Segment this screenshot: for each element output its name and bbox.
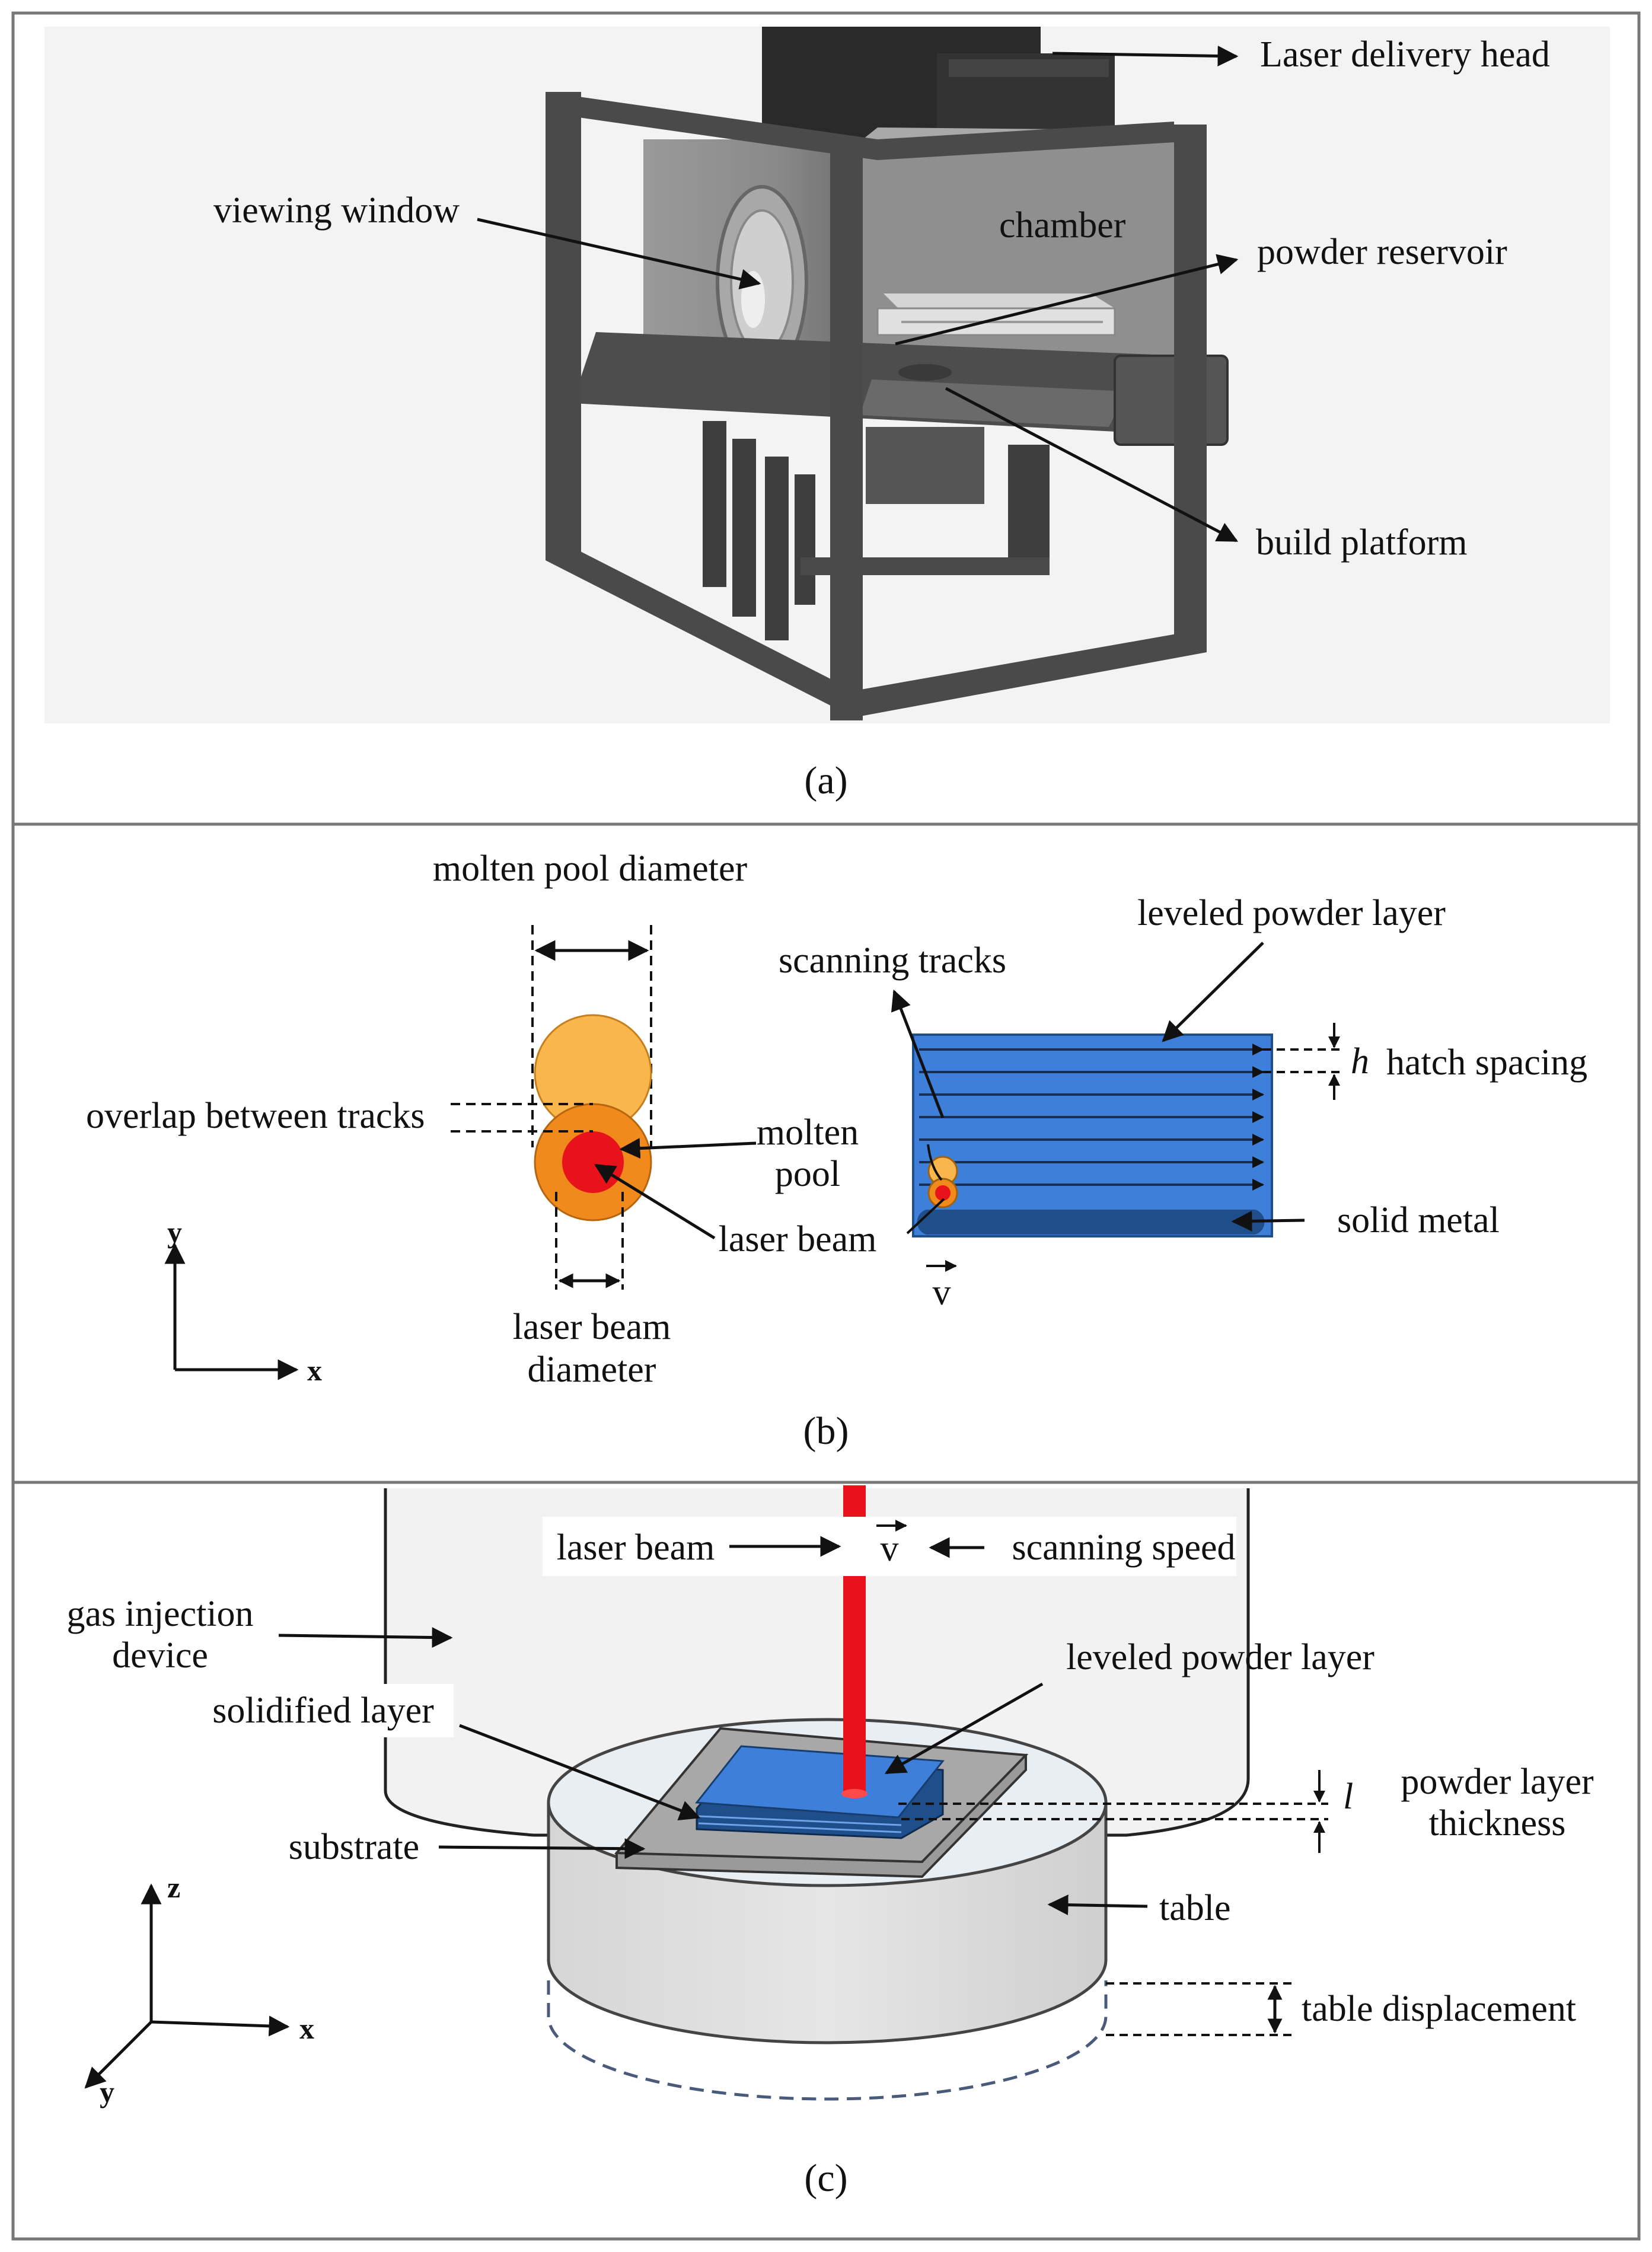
label-viewing-window: viewing window	[213, 190, 460, 231]
leveled-powder-block	[695, 1745, 945, 1819]
label-substrate: substrate	[289, 1827, 419, 1867]
label-laser-beam-c: laser beam	[557, 1527, 715, 1568]
arrow-laser-beam-b	[594, 1163, 716, 1240]
label-leveled-powder-layer-b: leveled powder layer	[1137, 893, 1446, 933]
small-laser-spot	[935, 1185, 951, 1201]
arrow-viewing-window	[477, 218, 761, 290]
arrow-build-platform	[945, 387, 1239, 543]
label-scanning-tracks: scanning tracks	[779, 940, 1006, 981]
viewing-window	[716, 185, 808, 378]
label-laser-beam-b: laser beam	[719, 1219, 877, 1259]
small-laser-leader	[906, 1198, 945, 1235]
label-scanning-speed: scanning speed	[1012, 1527, 1235, 1568]
laser-beam-c-spot	[841, 1789, 868, 1798]
label-v-b: v	[933, 1272, 951, 1313]
build-platform	[572, 332, 1183, 433]
label-laser-beam-diameter-line1: laser beam	[513, 1307, 671, 1347]
axis-c-x: x	[299, 2012, 314, 2045]
label-leveled-powder-layer-c: leveled powder layer	[1066, 1637, 1374, 1677]
label-chamber: chamber	[999, 205, 1126, 245]
arrow-substrate	[438, 1838, 646, 1859]
solid-metal-band	[917, 1210, 1265, 1235]
axis-c-z: z	[167, 1871, 180, 1904]
arrow-leveled-powder-layer-c	[884, 1682, 1044, 1775]
axis-b-y: y	[167, 1216, 182, 1249]
panel-b: molten pool diameter overlap between tra…	[86, 849, 1587, 1453]
label-powder-layer-thickness-line2: thickness	[1429, 1803, 1566, 1843]
label-hatch-spacing: hatch spacing	[1386, 1042, 1587, 1083]
label-powder-reservoir: powder reservoir	[1257, 232, 1507, 272]
label-laser-beam-diameter-line2: diameter	[528, 1350, 656, 1390]
label-solid-metal: solid metal	[1337, 1200, 1500, 1240]
label-table-displacement: table displacement	[1302, 1989, 1576, 2029]
label-h-symbol: h	[1351, 1041, 1369, 1082]
caption-a: (a)	[804, 759, 847, 802]
label-v-c: v	[881, 1529, 899, 1569]
label-powder-layer-thickness-line1: powder layer	[1401, 1762, 1594, 1802]
layer-line-2	[698, 1822, 902, 1833]
layer-line-1	[698, 1815, 902, 1826]
label-gas-injection-line1: gas injection	[66, 1594, 253, 1634]
leveled-powder-plate	[912, 1034, 1273, 1237]
arrow-scanning-tracks	[891, 989, 945, 1118]
axes-b: y x	[164, 1216, 322, 1387]
table-dashed-outline	[547, 1980, 1108, 2101]
panel-c: laser beam v scanning speed gas injectio…	[66, 1485, 1594, 2200]
axis-c-y: y	[100, 2075, 114, 2109]
solidified-label-bg	[205, 1684, 454, 1737]
arrow-table	[1047, 1894, 1148, 1916]
label-molten-pool-line2: pool	[775, 1154, 840, 1194]
axes-c: z x y	[84, 1871, 314, 2109]
machine-frame	[546, 92, 1207, 720]
laser-beam-spot	[562, 1131, 624, 1193]
small-pool-leader	[927, 1144, 943, 1181]
arrow-solidified-layer	[459, 1724, 701, 1821]
label-solidified-layer: solidified layer	[212, 1690, 434, 1731]
arrow-leveled-powder-layer-b	[1162, 942, 1264, 1042]
label-overlap-between-tracks: overlap between tracks	[86, 1096, 425, 1136]
label-gas-injection-line2: device	[112, 1635, 208, 1676]
figure-border	[11, 11, 1641, 2241]
caption-c: (c)	[804, 2157, 847, 2200]
panel-a: Laser delivery head viewing window chamb…	[44, 27, 1610, 802]
arrow-gas-injection	[278, 1627, 453, 1648]
label-molten-pool-line1: molten	[757, 1112, 859, 1153]
label-molten-pool-diameter: molten pool diameter	[433, 849, 748, 889]
arrow-laser-delivery-head	[1052, 45, 1239, 66]
label-laser-delivery-head: Laser delivery head	[1260, 34, 1550, 75]
arrow-solid-metal	[1231, 1210, 1305, 1232]
lower-mechanism	[703, 421, 1050, 640]
axis-b-x: x	[307, 1354, 322, 1387]
arrow-molten-pool	[619, 1138, 757, 1159]
scanning-track-lines	[919, 1044, 1264, 1191]
label-l-symbol: l	[1343, 1776, 1353, 1817]
motor	[1114, 355, 1229, 446]
label-build-platform: build platform	[1256, 522, 1467, 563]
arrow-powder-reservoir	[895, 254, 1239, 346]
label-table: table	[1159, 1888, 1231, 1928]
caption-b: (b)	[803, 1409, 849, 1453]
